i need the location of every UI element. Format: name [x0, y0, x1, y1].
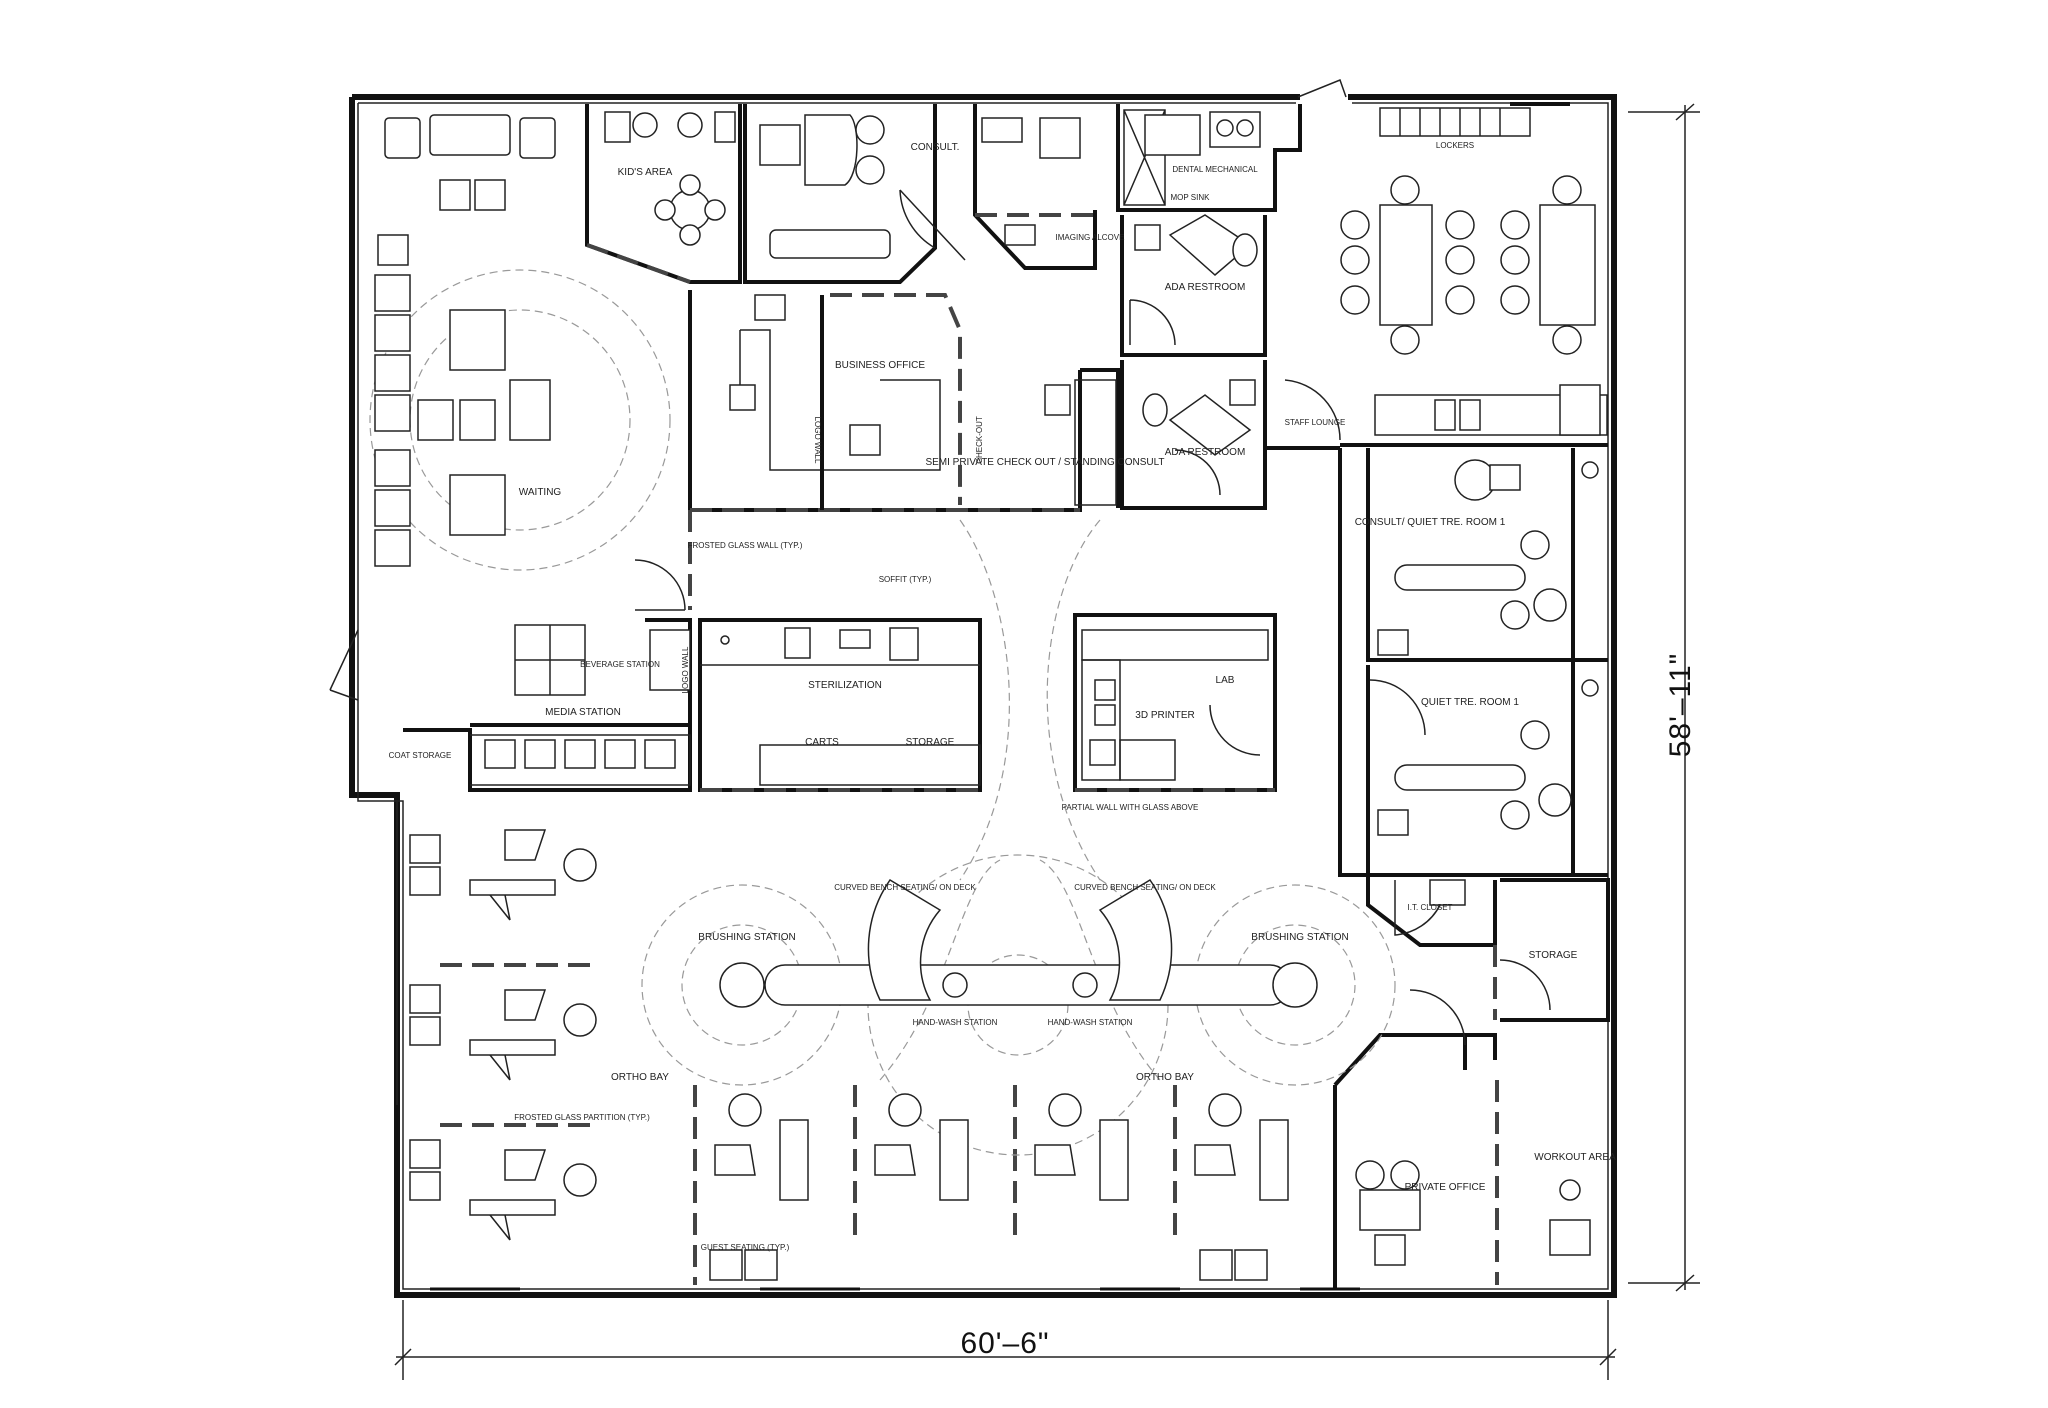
lockers — [1379, 107, 1531, 137]
label-brushing-right: BRUSHING STATION — [1251, 932, 1348, 943]
dimension-lines: 60'–6" 58'–11" — [394, 103, 1700, 1380]
mechanical-equipment — [1144, 111, 1261, 156]
label-consult: CONSULT. — [911, 142, 960, 153]
label-waiting: WAITING — [519, 487, 562, 498]
restroom-fixtures — [1134, 214, 1258, 456]
label-semi-private: SEMI PRIVATE CHECK OUT / STANDING CONSUL… — [925, 457, 1164, 468]
label-staff-lounge: STAFF LOUNGE — [1285, 418, 1346, 427]
entry-door — [329, 629, 359, 701]
consult-furniture — [759, 114, 1081, 259]
label-workout-area: WORKOUT AREA — [1534, 1152, 1616, 1163]
label-business-office: BUSINESS OFFICE — [835, 360, 925, 371]
quiet-rooms-furniture — [1377, 459, 1599, 906]
label-private-office: PRIVATE OFFICE — [1405, 1182, 1486, 1193]
dimension-height: 58'–11" — [1664, 653, 1697, 758]
label-kids-area: KID'S AREA — [618, 167, 673, 178]
label-frosted-glass-wall: FROSTED GLASS WALL (TYP.) — [688, 541, 803, 550]
label-quiet-room-1: QUIET TRE. ROOM 1 — [1421, 697, 1519, 708]
label-consult-quiet-room-1: CONSULT/ QUIET TRE. ROOM 1 — [1355, 517, 1506, 528]
label-frosted-glass-partition: FROSTED GLASS PARTITION (TYP.) — [514, 1113, 650, 1122]
label-media-station: MEDIA STATION — [545, 707, 621, 718]
ortho-chairs-left — [409, 829, 597, 1241]
waiting-furniture — [374, 114, 691, 769]
label-lockers: LOCKERS — [1436, 141, 1474, 150]
label-it-closet: I.T. CLOSET — [1408, 903, 1453, 912]
label-dental-mechanical: DENTAL MECHANICAL — [1172, 165, 1258, 174]
label-curved-bench-right: CURVED BENCH SEATING/ ON DECK — [1074, 883, 1216, 892]
label-soffit: SOFFIT (TYP.) — [879, 575, 932, 584]
media-seats — [484, 739, 676, 769]
label-storage: STORAGE — [1529, 950, 1578, 961]
label-ada-restroom-1: ADA RESTROOM — [1165, 282, 1246, 293]
private-office-furniture — [1355, 1160, 1591, 1266]
business-office-furniture — [729, 294, 1071, 456]
label-beverage-station: BEVERAGE STATION — [580, 660, 660, 669]
label-logo-wall-2: LOGO WALL — [681, 646, 690, 693]
ortho-chairs-bottom — [709, 1093, 1289, 1281]
label-partial-wall: PARTIAL WALL WITH GLASS ABOVE — [1062, 803, 1199, 812]
label-lab: LAB — [1216, 675, 1235, 686]
label-ortho-bay-right: ORTHO BAY — [1136, 1072, 1194, 1083]
brushing-stations — [719, 878, 1318, 1008]
label-logo-wall-1: LOGO WALL — [813, 417, 822, 464]
kids-area-furniture — [604, 111, 736, 246]
label-carts: CARTS — [805, 737, 839, 748]
label-handwash-left: HAND-WASH STATION — [913, 1018, 998, 1027]
doors — [634, 189, 1551, 1046]
label-imaging-alcove: IMAGING ALCOVE — [1056, 233, 1125, 242]
label-check-out: CHECK-OUT — [975, 416, 984, 464]
exterior-walls — [329, 79, 1617, 1298]
label-curved-bench-left: CURVED BENCH SEATING/ ON DECK — [834, 883, 976, 892]
waiting-chairs-left — [374, 234, 411, 567]
label-ada-restroom-2: ADA RESTROOM — [1165, 447, 1246, 458]
staff-tables — [1340, 175, 1608, 436]
label-ortho-bay-left: ORTHO BAY — [611, 1072, 669, 1083]
lab-furniture — [1089, 679, 1116, 766]
label-handwash-right: HAND-WASH STATION — [1048, 1018, 1133, 1027]
interior-walls — [396, 104, 1610, 1290]
dimension-width: 60'–6" — [960, 1327, 1049, 1360]
label-coat-storage: COAT STORAGE — [389, 751, 452, 760]
label-mop-sink: MOP SINK — [1171, 193, 1211, 202]
sterilization-furniture — [720, 627, 919, 661]
label-brushing-left: BRUSHING STATION — [698, 932, 795, 943]
label-sterilization: STERILIZATION — [808, 680, 882, 691]
label-3d-printer: 3D PRINTER — [1135, 710, 1194, 721]
label-guest-seating: GUEST SEATING (TYP.) — [701, 1243, 790, 1252]
label-storage-steri: STORAGE — [906, 737, 955, 748]
room-labels: KID'S AREA CONSULT. IMAGING ALCOVE DENTA… — [389, 141, 1616, 1252]
